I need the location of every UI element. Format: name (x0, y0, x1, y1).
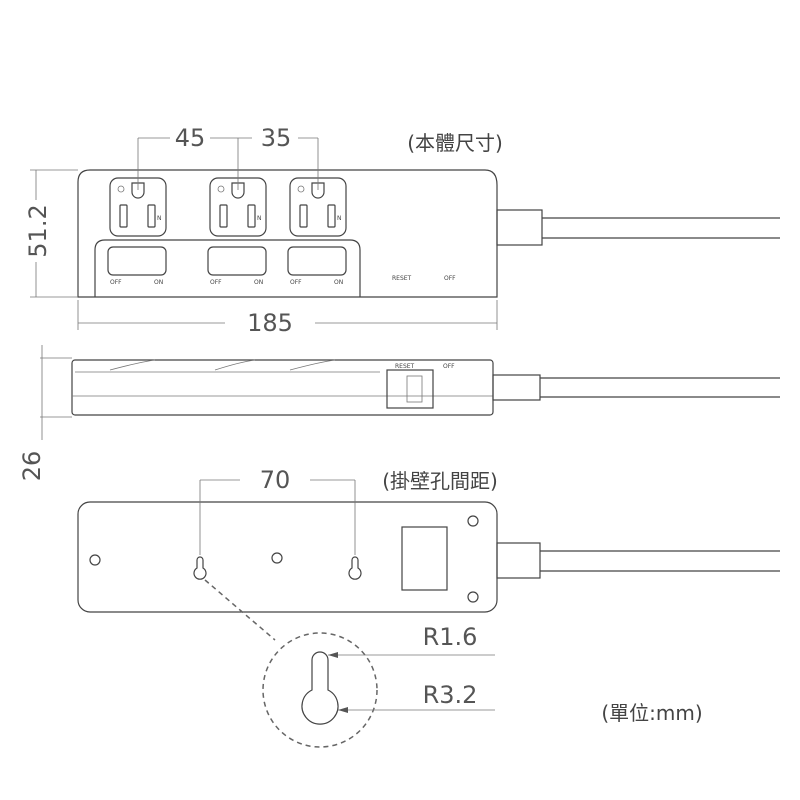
radius-r3-2: R3.2 (423, 681, 478, 709)
switch-on-label: ON (254, 279, 263, 286)
ground-hole (311, 182, 325, 199)
screw-icon (297, 185, 305, 193)
body-outline (77, 169, 498, 298)
switch-on-label: ON (334, 279, 343, 286)
off-label: OFF (444, 275, 456, 282)
keyhole-left (193, 556, 207, 580)
neutral-mark: N (337, 215, 342, 222)
keyhole-right (348, 556, 362, 580)
dim-51-2: 51.2 (24, 204, 52, 257)
bottom-body (77, 501, 498, 613)
reset-switch (386, 369, 434, 409)
strain-relief (496, 209, 543, 246)
neutral-mark: N (157, 215, 162, 222)
dim-35: 35 (261, 124, 292, 152)
dim-70: 70 (260, 466, 291, 494)
label-area (401, 526, 448, 591)
body-size-title: (本體尺寸) (407, 131, 503, 155)
ground-hole (131, 182, 145, 199)
switch-off-label: OFF (110, 279, 122, 286)
slot-neutral (147, 204, 156, 228)
screw-icon (117, 185, 125, 193)
slot-hot (119, 204, 128, 228)
slot-neutral (327, 204, 336, 228)
slot-hot (219, 204, 228, 228)
switch-panel (94, 239, 361, 297)
switch-off-label: OFF (290, 279, 302, 286)
top-view: N OFF ON N OFF ON N OFF ON RESET OFF 45 35 (本體尺寸… (24, 124, 780, 337)
dim-26: 26 (18, 451, 46, 482)
ground-hole (231, 182, 245, 199)
rocker-switch-1[interactable] (107, 246, 167, 276)
switch-off-label: OFF (210, 279, 222, 286)
keyhole-detail (301, 651, 339, 725)
switch-on-label: ON (154, 279, 163, 286)
unit-note: (單位:mm) (601, 701, 702, 725)
dim-45: 45 (175, 124, 206, 152)
radius-r1-6: R1.6 (423, 623, 478, 651)
screw-icon (217, 185, 225, 193)
rocker-switch-3[interactable] (287, 246, 347, 276)
rocker-switch-2[interactable] (207, 246, 267, 276)
hole-spacing-title: (掛壁孔間距) (382, 469, 498, 493)
detail-circle (262, 632, 378, 748)
side-off-label: OFF (443, 363, 455, 370)
dim-185: 185 (247, 309, 293, 337)
reset-label: RESET (392, 275, 412, 282)
side-reset-label: RESET (395, 363, 415, 370)
bottom-view: 70 (掛壁孔間距) R1.6 R3.2 (77, 466, 780, 748)
slot-neutral (247, 204, 256, 228)
side-view: RESET OFF 26 (18, 345, 780, 481)
slot-hot (299, 204, 308, 228)
side-body (71, 359, 494, 416)
neutral-mark: N (257, 215, 262, 222)
